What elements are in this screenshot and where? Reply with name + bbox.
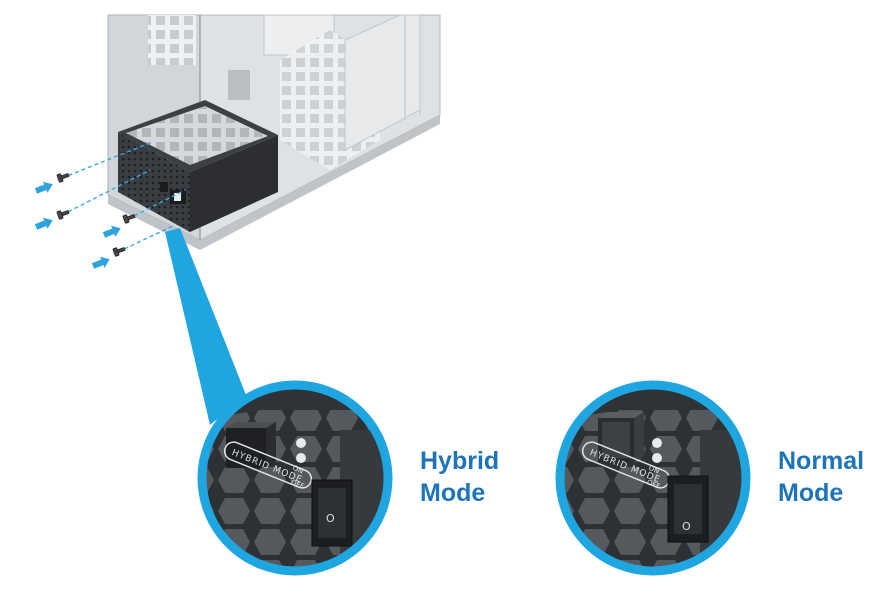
off-indicator-icon: [652, 453, 662, 463]
hybrid-mode-zoom: ON OFF HYBRID MODE O: [197, 380, 393, 576]
normal-mode-zoom: ON OFF HYBRID MODE O: [555, 380, 751, 576]
on-label: ON: [292, 464, 305, 475]
hybrid-mode-label-line2: Mode: [420, 479, 486, 507]
hybrid-button: [226, 422, 276, 468]
svg-text:O: O: [682, 520, 691, 533]
on-label: ON: [648, 464, 661, 475]
normal-button: [598, 412, 644, 462]
hybrid-mode-label-line1: Hybrid: [420, 447, 500, 475]
power-switch-icon: O: [311, 479, 353, 547]
svg-text:O: O: [326, 512, 335, 525]
screw-icon: [56, 172, 136, 257]
off-indicator-icon: [296, 453, 306, 463]
screw-guide-lines: [61, 142, 186, 253]
power-supply-unit: [118, 100, 278, 232]
normal-mode-label-line1: Normal: [778, 447, 865, 475]
normal-mode-label-line2: Mode: [778, 479, 844, 507]
arrow-icon: [34, 181, 121, 269]
on-indicator-icon: [296, 438, 306, 448]
power-switch-icon: O: [667, 475, 709, 543]
hybrid-mode-label: Hybrid Mode: [420, 445, 499, 509]
on-indicator-icon: [652, 438, 662, 448]
normal-mode-label: Normal Mode: [778, 445, 864, 509]
callout-wedge: [165, 228, 246, 425]
